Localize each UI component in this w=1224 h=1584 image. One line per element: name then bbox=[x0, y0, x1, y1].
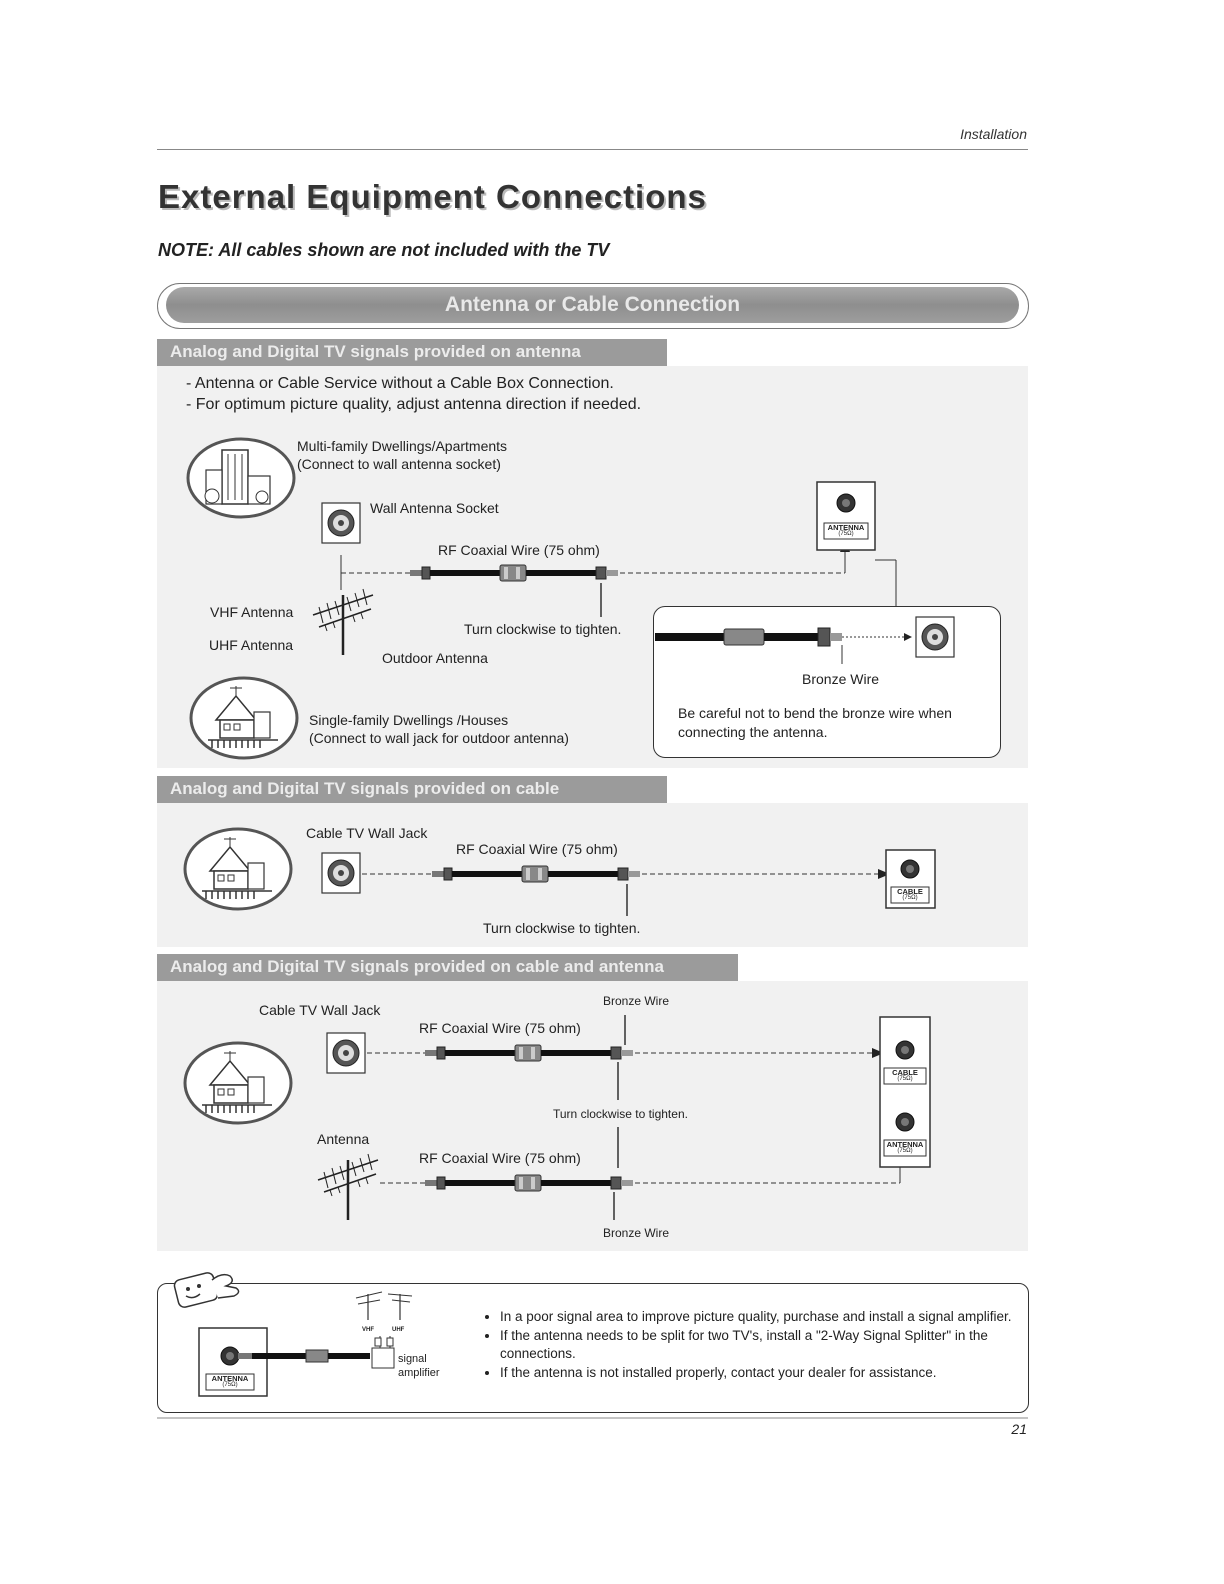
rf-coaxial-cable-icon bbox=[409, 564, 619, 582]
tip-antenna-port-sub: (75Ω) bbox=[222, 1382, 238, 1388]
rf-coaxial-label: RF Coaxial Wire (75 ohm) bbox=[438, 542, 600, 558]
outdoor-antenna-label: Outdoor Antenna bbox=[382, 650, 488, 666]
both-cable-port-label: CABLE bbox=[892, 1068, 918, 1077]
both-antenna-label: Antenna bbox=[317, 1131, 370, 1147]
both-turn-label: Turn clockwise to tighten. bbox=[553, 1107, 688, 1121]
cable-port-label: CABLE bbox=[897, 887, 923, 896]
tip-item: In a poor signal area to improve picture… bbox=[500, 1308, 1014, 1327]
multi-family-sub-label: (Connect to wall antenna socket) bbox=[297, 456, 501, 472]
header-section-label: Installation bbox=[960, 126, 1027, 142]
tip-item: If the antenna needs to be split for two… bbox=[500, 1327, 1014, 1364]
cable-antenna-rf-bottom-icon bbox=[424, 1174, 634, 1192]
page-number: 21 bbox=[1011, 1421, 1027, 1437]
single-family-label: Single-family Dwellings /Houses bbox=[309, 712, 509, 728]
cable-antenna-rf-top-icon bbox=[424, 1044, 634, 1062]
both-wall-jack-label: Cable TV Wall Jack bbox=[259, 1002, 381, 1018]
tip-amp-line1: signal bbox=[398, 1353, 427, 1365]
cable-antenna-outdoor-icon bbox=[316, 1152, 380, 1222]
cable-port-icon bbox=[900, 859, 920, 879]
banner-title: Antenna or Cable Connection bbox=[166, 287, 1019, 323]
wall-antenna-socket-label: Wall Antenna Socket bbox=[370, 500, 499, 516]
uhf-antenna-label: UHF Antenna bbox=[209, 637, 294, 653]
both-rf-top-label: RF Coaxial Wire (75 ohm) bbox=[419, 1020, 581, 1036]
outdoor-antenna-icon bbox=[311, 587, 375, 657]
both-bronze-top-label: Bronze Wire bbox=[603, 994, 670, 1008]
tip-antenna-port-label: ANTENNA bbox=[211, 1374, 249, 1383]
both-antenna-port-label: ANTENNA bbox=[886, 1140, 924, 1149]
tv-antenna-port-panel bbox=[816, 481, 876, 551]
pointing-hand-icon bbox=[173, 1272, 240, 1308]
antenna-port-sub: (75Ω) bbox=[838, 531, 854, 537]
both-bronze-bottom-label: Bronze Wire bbox=[603, 1226, 670, 1240]
cable-turn-label: Turn clockwise to tighten. bbox=[483, 920, 641, 936]
bronze-caution-text: Be careful not to bend the bronze wire w… bbox=[678, 705, 952, 740]
callout-socket-icon bbox=[915, 616, 955, 658]
tip-item: If the antenna is not installed properly… bbox=[500, 1364, 1014, 1383]
single-family-sub-label: (Connect to wall jack for outdoor antenn… bbox=[309, 730, 569, 746]
bronze-wire-label: Bronze Wire bbox=[802, 671, 880, 687]
tip-amp-line2: amplifier bbox=[398, 1367, 440, 1379]
cable-antenna-house-icon bbox=[183, 1041, 293, 1125]
tip-vhf-label: VHF bbox=[362, 1327, 374, 1333]
cable-port-sub: (75Ω) bbox=[902, 895, 918, 901]
cable-wall-jack-icon bbox=[321, 852, 361, 894]
both-antenna-port-sub: (75Ω) bbox=[897, 1148, 913, 1154]
tip-list: In a poor signal area to improve picture… bbox=[484, 1308, 1014, 1382]
vhf-antenna-label: VHF Antenna bbox=[210, 604, 294, 620]
cable-antenna-section-heading: Analog and Digital TV signals provided o… bbox=[157, 954, 738, 981]
page-title: External Equipment Connections bbox=[158, 178, 707, 215]
cable-rf-coaxial-label: RF Coaxial Wire (75 ohm) bbox=[456, 841, 618, 857]
cable-section-heading: Analog and Digital TV signals provided o… bbox=[157, 776, 667, 803]
both-rf-bottom-label: RF Coaxial Wire (75 ohm) bbox=[419, 1150, 581, 1166]
tip-uhf-label: UHF bbox=[392, 1327, 405, 1333]
note-text: NOTE: All cables shown are not included … bbox=[158, 240, 610, 260]
cable-house-icon bbox=[183, 827, 293, 911]
both-cable-port-sub: (75Ω) bbox=[897, 1076, 913, 1082]
antenna-bullet-2: - For optimum picture quality, adjust an… bbox=[186, 396, 642, 413]
turn-clockwise-label: Turn clockwise to tighten. bbox=[464, 621, 622, 637]
multi-family-label: Multi-family Dwellings/Apartments bbox=[297, 438, 508, 454]
tip-antenna-port-icon bbox=[220, 1346, 240, 1366]
apartment-icon bbox=[186, 437, 296, 519]
antenna-port-icon bbox=[836, 493, 856, 513]
cable-antenna-wall-jack-icon bbox=[326, 1032, 366, 1074]
signal-amplifier-icon bbox=[371, 1347, 395, 1369]
house-icon bbox=[189, 676, 299, 760]
tip-box bbox=[157, 1283, 1029, 1413]
antenna-port-label: ANTENNA bbox=[827, 523, 865, 532]
antenna-section-heading: Analog and Digital TV signals provided o… bbox=[157, 339, 667, 366]
cable-wall-jack-label: Cable TV Wall Jack bbox=[306, 825, 428, 841]
header-rule bbox=[157, 149, 1028, 150]
wall-antenna-socket-icon bbox=[321, 502, 361, 544]
antenna-bullet-1: - Antenna or Cable Service without a Cab… bbox=[186, 375, 614, 392]
cable-rf-coaxial-icon bbox=[431, 865, 641, 883]
antenna-port-icon-2 bbox=[895, 1112, 915, 1132]
cable-port-icon-2 bbox=[895, 1040, 915, 1060]
